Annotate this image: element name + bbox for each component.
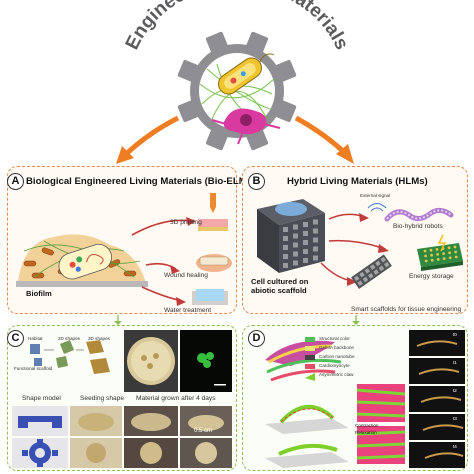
legend-swatches [305,337,315,381]
cell-icon [211,108,281,145]
caption-shape-model: Shape model [22,395,61,402]
time-label-t2: t2 [453,388,457,393]
schematic-label-habitat: Habitat [28,336,43,341]
schematic-label-scaffold: Functional scaffold [14,366,53,371]
fluorescence-photo [180,330,232,392]
panel-d: D Structural color GelMA backbone Carbon… [242,325,468,471]
schematic-label-3d: 3D shapes [88,336,110,341]
connector-arrows [114,315,360,325]
app-energy-storage: Energy storage [409,273,454,280]
time-label-t1: t1 [453,360,457,365]
app-bio-hybrid-robots: Bio-hybrid robots [393,223,443,230]
panel-b: B Hybrid Living Materials (HLMs) [242,166,468,314]
panel-a-badge: A [7,173,24,190]
shape-schematic [30,340,110,374]
time-lapse-strip: t0 t1 t2 t3 t4 [409,330,465,468]
scale-bar-label: 0.5 cm [194,428,213,434]
seeding-photo-2 [70,438,122,468]
panel-c: C Habitat 2D shapes 3D shapes Functional… [7,325,237,471]
app-wound-healing: Wound healing [164,272,208,279]
grown-photo-4 [180,438,232,468]
bacterium-icon [218,53,275,95]
biofilm-illustration [16,193,232,306]
legend-gelma-backbone: GelMA backbone [319,345,354,350]
legend-asymmetric-claw: Asymmetric claw [319,372,354,377]
external-signal-label: External signal [360,193,391,198]
panel-b-badge: B [248,173,265,190]
app-water-treatment: Water treatment [164,307,212,314]
relaxation-label: Relaxation [355,430,377,435]
legend-cardiomyocyte: Cardiomyocyte [319,363,350,368]
tissue-micrograph-1 [357,384,405,422]
scaffold-illustration [257,199,463,289]
time-label-t3: t3 [453,416,457,421]
app-smart-scaffolds: Smart scaffolds for tissue engineering [351,306,462,313]
tissue-micrograph-2 [357,426,405,464]
caption-seeding-shape: Seeding shape [80,395,124,402]
panel-c-badge: C [7,330,24,347]
legend-structural-color: Structural color [319,336,350,341]
biofilm-label: Biofilm [26,289,52,298]
time-label-t0: t0 [453,332,457,337]
seeding-photo-1 [70,406,122,436]
grown-photo-1 [124,406,178,436]
schematic-label-2d: 2D shapes [58,336,80,341]
flow-arrows [116,115,354,164]
panel-b-title: Hybrid Living Materials (HLMs) [287,176,428,187]
cell-cultured-label: Cell cultured on abiotic scaffold [251,277,309,295]
panel-a: A Biological Engineered Living Materials… [7,166,255,314]
panel-d-badge: D [248,330,265,347]
app-3d-printing: 3D printing [170,219,202,226]
petri-dish-photo [124,330,178,392]
robot-illustration [265,340,349,468]
legend-carbon-nanotube: Carbon nanotube [319,354,355,359]
shape-model-photo-2 [12,438,68,468]
caption-material-grown: Material grown after 4 days [136,395,216,402]
shape-model-photo-1 [12,406,68,436]
grown-photo-3 [124,438,178,468]
grown-photo-2 [180,406,232,436]
gear-icon [177,31,297,151]
contraction-label: Contraction [355,423,379,428]
time-label-t4: t4 [453,444,457,449]
panel-a-title: Biological Engineered Living Materials (… [26,176,256,187]
